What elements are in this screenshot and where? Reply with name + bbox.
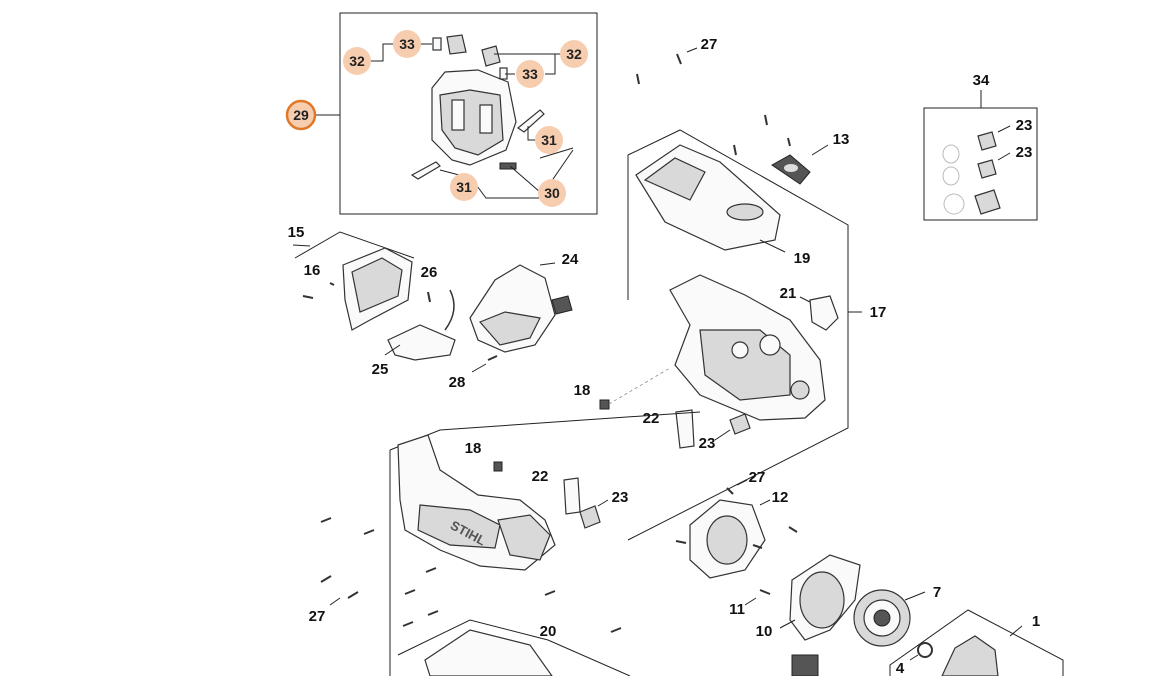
group-10-7: 10 7 <box>756 554 941 647</box>
label-4: 4 <box>896 660 905 676</box>
part-30[interactable] <box>499 162 517 170</box>
fan-housing-group: STIHL 18 22 23 27 <box>309 411 701 676</box>
part-32-a[interactable] <box>446 34 467 55</box>
screw-26[interactable] <box>427 291 431 303</box>
group-20: 20 <box>397 619 631 676</box>
label-34: 34 <box>973 72 990 89</box>
part-31-a[interactable] <box>516 109 545 133</box>
label-23-c: 23 <box>699 435 716 452</box>
group-17: 17 19 13 21 18 22 23 <box>574 114 887 541</box>
part-4-ring[interactable] <box>917 642 933 658</box>
screw-27-b[interactable] <box>726 487 734 495</box>
part-23-bushing-a[interactable] <box>977 131 997 151</box>
label-25: 25 <box>372 361 389 378</box>
part-34-bushing[interactable] <box>974 189 1001 215</box>
group-34: 34 23 23 <box>923 72 1038 221</box>
label-13: 13 <box>833 131 850 148</box>
label-group-27-top: 27 <box>636 36 718 85</box>
part-23-c[interactable] <box>729 413 751 435</box>
bubble-33-a-label: 33 <box>399 36 415 52</box>
part-19-handle-cover[interactable] <box>635 144 781 251</box>
part-18-b[interactable] <box>493 461 503 472</box>
screw-28[interactable] <box>487 355 498 361</box>
label-19: 19 <box>794 250 811 267</box>
label-27-b: 27 <box>749 469 766 486</box>
group-15: 15 16 26 25 24 28 <box>288 224 579 391</box>
label-20: 20 <box>540 623 557 640</box>
label-24: 24 <box>562 251 579 268</box>
bubble-33-a[interactable] <box>393 30 421 58</box>
label-18-a: 18 <box>574 382 591 399</box>
part-ignition-module[interactable] <box>791 654 819 676</box>
part-1-flywheel-cover[interactable] <box>941 635 999 676</box>
bubble-32-a[interactable] <box>343 47 371 75</box>
bubble-31-a[interactable] <box>535 126 563 154</box>
screw-11[interactable] <box>759 589 771 595</box>
label-15: 15 <box>288 224 305 241</box>
screw-16[interactable] <box>329 282 335 286</box>
label-11: 11 <box>729 601 745 618</box>
part-25-wiring[interactable] <box>387 324 456 361</box>
group-29-frame <box>339 12 598 215</box>
part-22-b[interactable] <box>563 477 581 515</box>
bubble-29-label: 29 <box>293 107 309 123</box>
bubble-33-b[interactable] <box>516 60 544 88</box>
label-16: 16 <box>304 262 321 279</box>
part-22-a[interactable] <box>675 409 695 449</box>
part-32-b[interactable] <box>481 45 501 67</box>
group-29: 29 32 33 32 33 31 31 30 <box>285 12 598 215</box>
bubble-33-b-label: 33 <box>522 66 538 82</box>
part-23-bushing-b[interactable] <box>977 159 997 179</box>
part-18-a[interactable] <box>599 399 610 410</box>
bubble-31-a-label: 31 <box>541 132 557 148</box>
label-27-a: 27 <box>701 36 718 53</box>
part-20-cover[interactable] <box>424 629 553 676</box>
label-7: 7 <box>933 584 941 601</box>
bubble-30-label: 30 <box>544 185 560 201</box>
part-7-fan-wheel[interactable] <box>853 589 911 647</box>
part-23-d[interactable] <box>579 505 601 529</box>
label-17: 17 <box>870 304 887 321</box>
bubble-32-a-label: 32 <box>349 53 365 69</box>
label-22-b: 22 <box>532 468 549 485</box>
bubble-31-b[interactable] <box>450 173 478 201</box>
bubble-32-b-label: 32 <box>566 46 582 62</box>
label-21: 21 <box>780 285 797 302</box>
group-1: 1 4 <box>791 609 1064 676</box>
label-22-a: 22 <box>643 410 660 427</box>
label-27-c: 27 <box>309 608 326 625</box>
label-28: 28 <box>449 374 466 391</box>
label-23-b: 23 <box>1016 144 1033 161</box>
label-23-d: 23 <box>612 489 629 506</box>
group-12: 27 12 11 <box>675 469 798 618</box>
bubble-32-b[interactable] <box>560 40 588 68</box>
part-33-a[interactable] <box>432 37 442 51</box>
label-1: 1 <box>1032 613 1040 630</box>
part-21-gasket[interactable] <box>809 295 839 331</box>
bubble-29-selected[interactable] <box>285 99 317 131</box>
label-18-b: 18 <box>465 440 482 457</box>
part-31-b[interactable] <box>410 161 441 180</box>
label-12: 12 <box>772 489 789 506</box>
bubble-31-b-label: 31 <box>456 179 472 195</box>
bubble-30[interactable] <box>538 179 566 207</box>
screw-27-a[interactable] <box>676 53 682 65</box>
label-10: 10 <box>756 623 773 640</box>
label-26: 26 <box>421 264 438 281</box>
label-23-a: 23 <box>1016 117 1033 134</box>
